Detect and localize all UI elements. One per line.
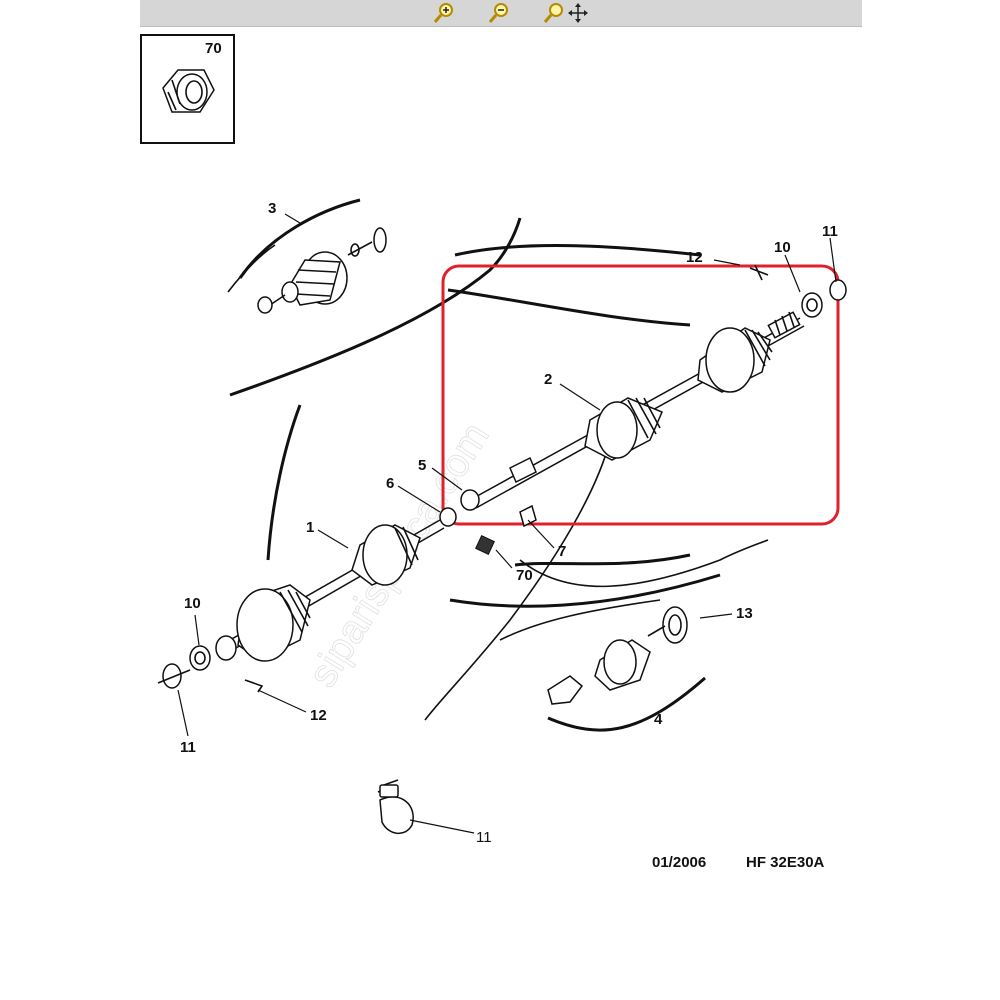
- zoom-in-icon: [433, 3, 453, 23]
- part-1-left-driveshaft: [157, 519, 445, 693]
- inset-box: 70: [140, 34, 235, 144]
- callout-6: 6: [386, 475, 394, 492]
- zoom-out-icon: [488, 3, 508, 23]
- callout-11-bottom: 11: [476, 829, 492, 846]
- callout-1: 1: [306, 519, 314, 536]
- callout-10-top: 10: [774, 239, 791, 256]
- part-3-outer-cv-joint: [227, 198, 387, 314]
- callout-3: 3: [268, 200, 276, 217]
- callout-5: 5: [418, 457, 426, 474]
- part-4-inner-joint: [547, 606, 706, 732]
- zoom-out-button[interactable]: [485, 0, 525, 26]
- part-2-right-driveshaft: [439, 264, 847, 555]
- callout-11-left: 11: [180, 739, 196, 756]
- footer-date: 01/2006: [652, 854, 706, 871]
- callout-7: 7: [558, 543, 566, 560]
- callout-70: 70: [516, 567, 533, 584]
- pan-zoom-icon: [543, 3, 588, 23]
- callout-4: 4: [654, 711, 663, 728]
- callout-2: 2: [544, 371, 552, 388]
- leader-lines: [177, 213, 837, 834]
- inset-label: 70: [205, 40, 222, 57]
- pan-zoom-button[interactable]: [540, 0, 590, 26]
- nut-70-icon: [162, 69, 215, 113]
- part-11-clamp: [377, 779, 414, 834]
- zoom-in-button[interactable]: [430, 0, 470, 26]
- footer-code: HF 32E30A: [746, 854, 825, 871]
- body-contour: [229, 217, 769, 721]
- callout-11-top: 11: [822, 223, 838, 240]
- callout-13: 13: [736, 605, 753, 622]
- callout-12-left: 12: [310, 707, 327, 724]
- viewer-toolbar: [140, 0, 862, 27]
- callout-12-top: 12: [686, 249, 703, 266]
- highlight-box: [441, 264, 840, 526]
- callout-10-left: 10: [184, 595, 201, 612]
